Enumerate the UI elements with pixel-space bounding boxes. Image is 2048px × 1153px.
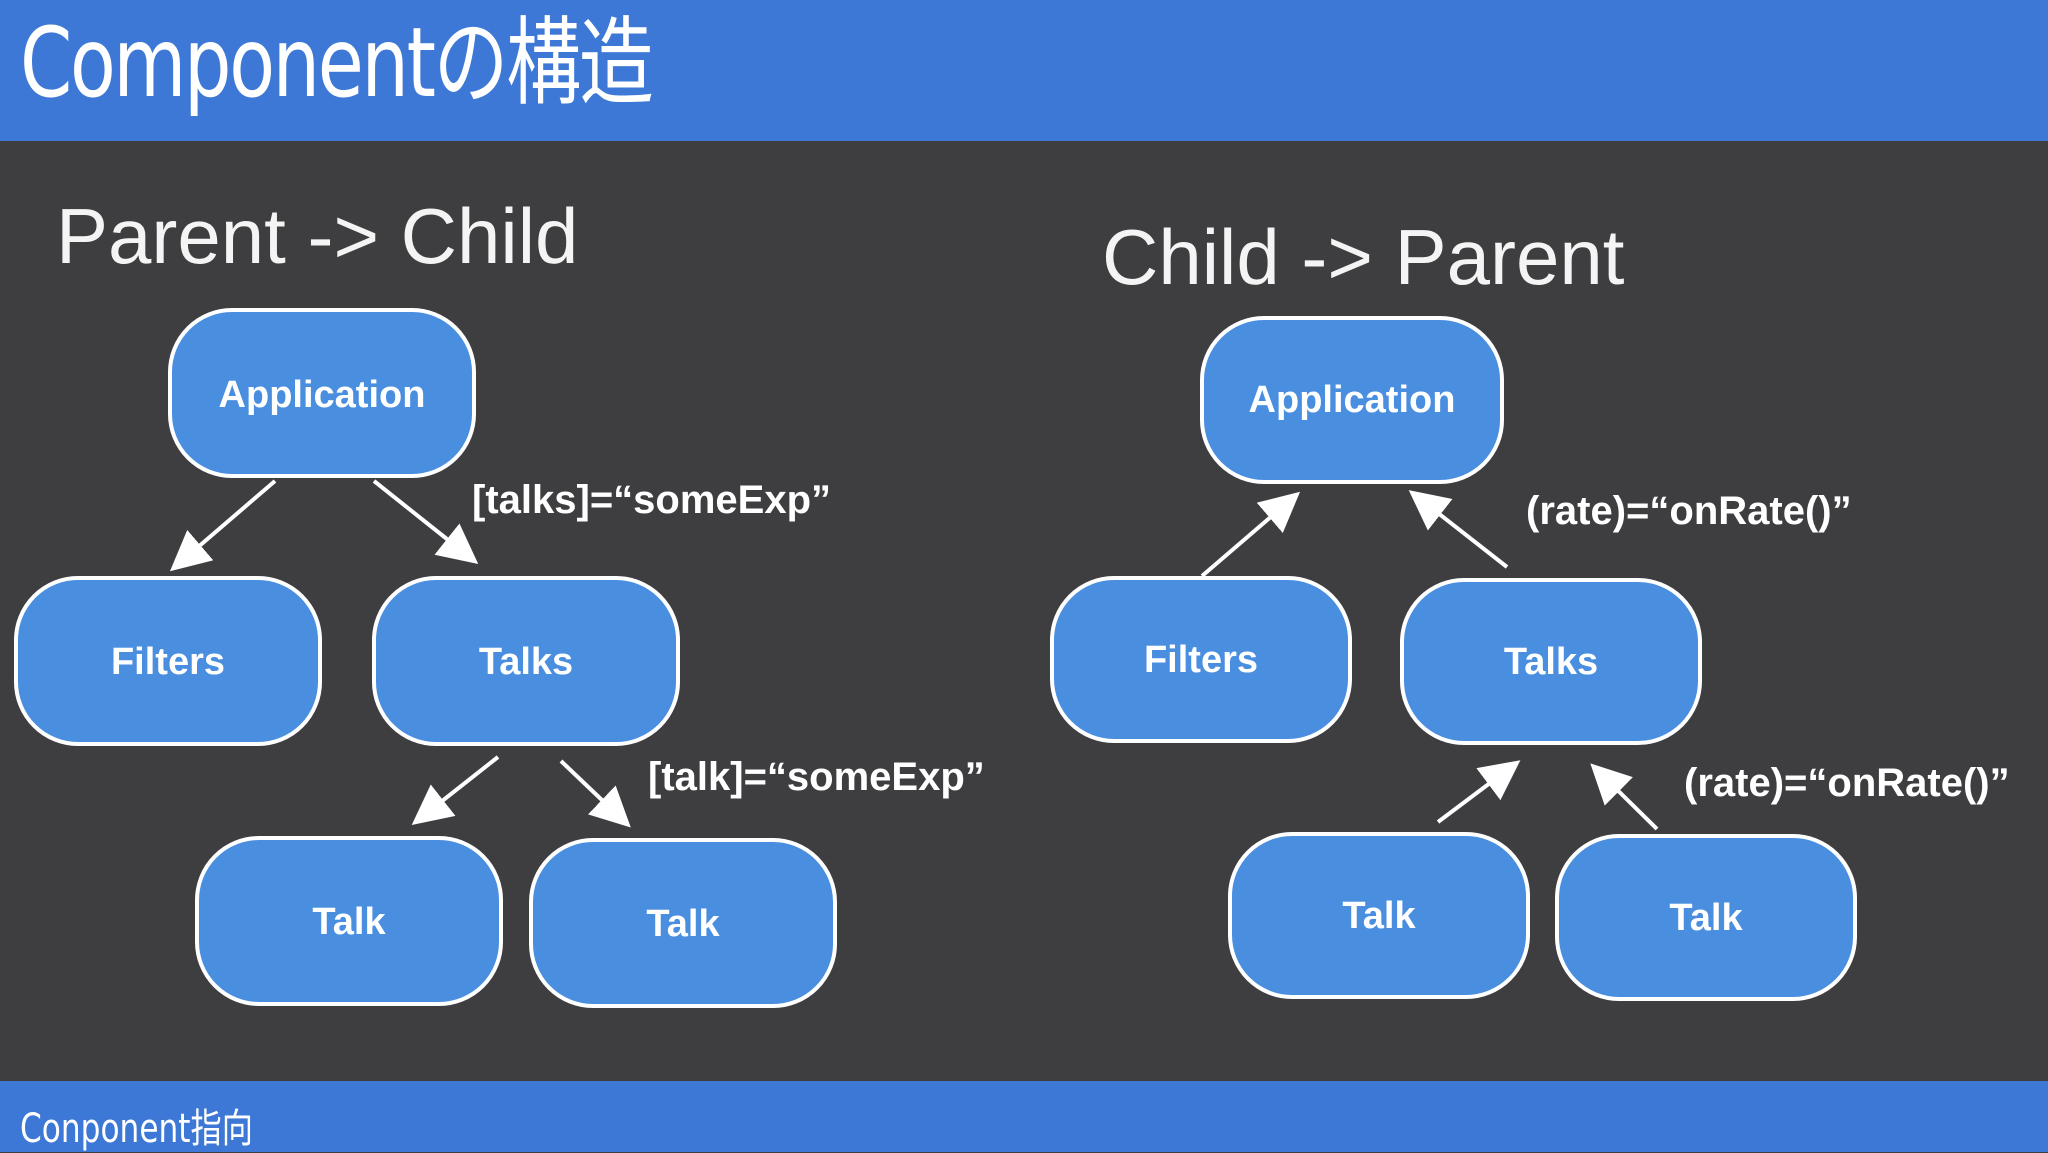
right-lower-binding: (rate)=“onRate()” [1684, 761, 2010, 805]
left-talk-node-1: Talk [195, 836, 503, 1006]
left-talk-binding: [talk]=“someExp” [648, 755, 985, 799]
right-talk-node-1: Talk [1228, 832, 1530, 999]
left-talks-label: Talks [479, 641, 573, 683]
left-arrow-talks-to-talk-1 [411, 755, 500, 825]
left-filters-node: Filters [14, 576, 322, 746]
left-talk-label-1: Talk [312, 901, 386, 943]
left-filters-label: Filters [111, 641, 225, 683]
right-arrow-filters-to-application [1200, 491, 1301, 578]
right-arrow-talk-2-to-talks [1590, 763, 1659, 831]
left-talk-node-2: Talk [529, 838, 837, 1008]
left-talk-label-2: Talk [646, 903, 720, 945]
right-filters-label: Filters [1144, 639, 1258, 681]
left-arrow-application-to-talks [372, 479, 479, 564]
header-bar: Componentの構造 [0, 0, 2048, 141]
child-to-parent-title: Child -> Parent [1102, 213, 1625, 301]
page-title: Componentの構造 [20, 7, 654, 119]
left-talks-binding: [talks]=“someExp” [472, 478, 831, 522]
right-arrow-talk-1-to-talks [1436, 760, 1521, 824]
left-application-label: Application [219, 374, 426, 416]
right-talk-label-2: Talk [1669, 897, 1743, 939]
left-talks-node: Talks [372, 576, 680, 746]
left-arrow-application-to-filters [169, 479, 277, 572]
right-arrow-talks-to-application [1408, 490, 1509, 569]
right-upper-binding: (rate)=“onRate()” [1526, 489, 1852, 533]
left-application-node: Application [168, 308, 476, 478]
right-application-label: Application [1249, 379, 1456, 421]
parent-to-child-title: Parent -> Child [56, 192, 578, 280]
left-arrow-talks-to-talk-2 [559, 759, 631, 828]
footer-label: Conponent指向 [20, 1106, 253, 1152]
right-talk-node-2: Talk [1555, 834, 1857, 1001]
footer-bar: Conponent指向 [0, 1081, 2048, 1152]
right-talk-label-1: Talk [1342, 895, 1416, 937]
right-talks-label: Talks [1504, 641, 1598, 683]
right-filters-node: Filters [1050, 576, 1352, 743]
right-talks-node: Talks [1400, 578, 1702, 745]
right-application-node: Application [1200, 316, 1504, 484]
